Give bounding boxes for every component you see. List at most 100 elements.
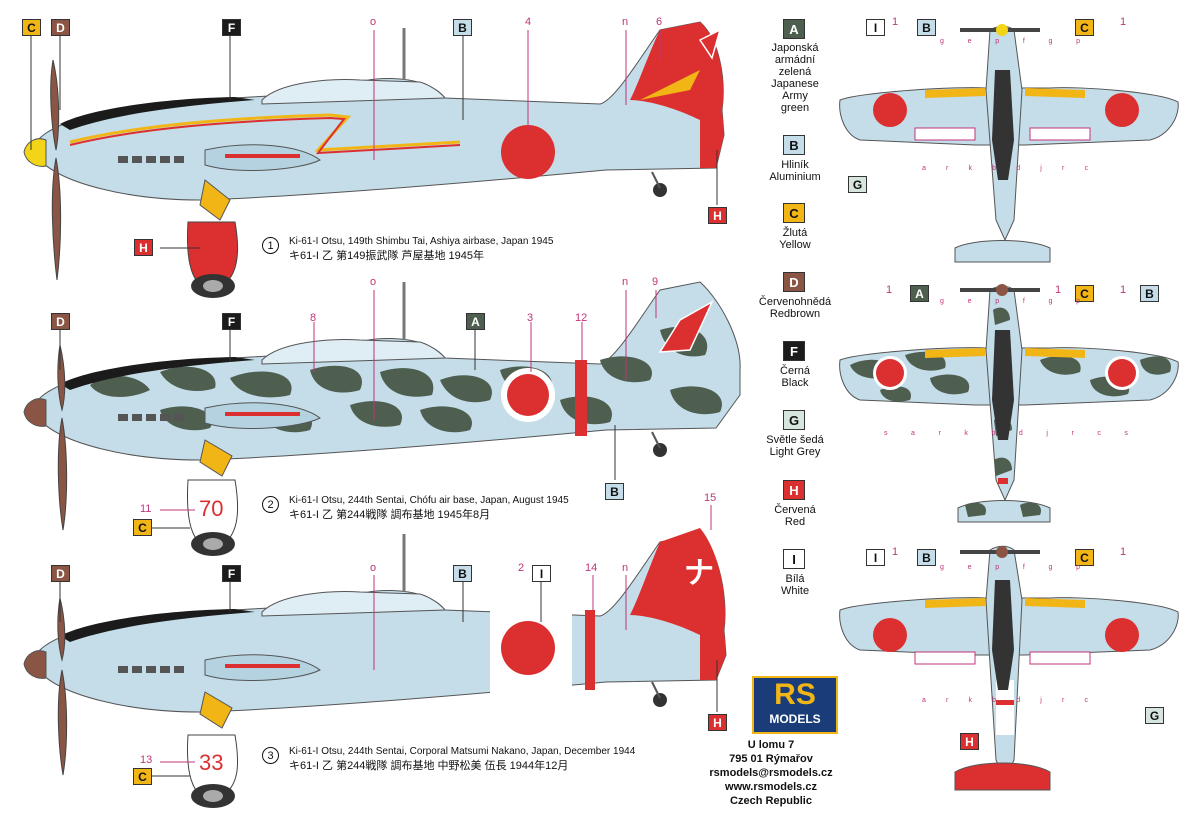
callout-p2-o: o <box>370 276 377 288</box>
callout-p2-c: C <box>133 519 152 536</box>
callout-p1-6: 6 <box>656 16 663 28</box>
legend-h-swatch: H <box>783 480 805 500</box>
address-street: U lomu 7 <box>747 739 795 751</box>
plan-bot-1b: 1 <box>1120 546 1127 558</box>
profile-3-caption-jp: キ61-I 乙 第244戦隊 調布基地 中野松美 伍長 1944年12月 <box>289 760 569 772</box>
profile-3-tail-kana: ナ <box>684 557 714 590</box>
callout-p2-3: 3 <box>527 312 534 324</box>
plan-top-g: G <box>848 176 867 193</box>
callout-p3-2: 2 <box>518 562 525 574</box>
callout-p2-d: D <box>51 313 70 330</box>
profile-3 <box>23 528 727 808</box>
callout-p3-f: F <box>222 565 241 582</box>
planform-top <box>839 24 1179 263</box>
address-email[interactable]: rsmodels@rsmodels.cz <box>709 767 833 779</box>
profile-2 <box>23 281 741 556</box>
callout-p1-d: D <box>51 19 70 36</box>
rs-models-logo: RS MODELS <box>752 676 838 734</box>
plan-mid-a: A <box>910 285 929 302</box>
callout-p3-15: 15 <box>704 492 717 504</box>
callout-p2-b: B <box>605 483 624 500</box>
plan-mid-b: B <box>1140 285 1159 302</box>
plan-bot-b: B <box>917 549 936 566</box>
callout-p1-f: F <box>222 19 241 36</box>
callout-p3-i: I <box>532 565 551 582</box>
plan-top-1b: 1 <box>1120 16 1127 28</box>
profile-3-wheel-number: 33 <box>199 750 224 775</box>
plan-mid-1c: 1 <box>1120 284 1127 296</box>
company-address: U lomu 7 795 01 Rýmařov rsmodels@rsmodel… <box>706 738 836 808</box>
logo-models: MODELS <box>769 712 821 726</box>
plan-top-1a: 1 <box>892 16 899 28</box>
legend-c-swatch: C <box>783 203 805 223</box>
plan-bot-c: C <box>1075 549 1094 566</box>
callout-p1-c: C <box>22 19 41 36</box>
profile-2-caption-jp: キ61-I 乙 第244戦隊 調布基地 1945年8月 <box>289 509 491 521</box>
planform-mid <box>839 284 1179 523</box>
callout-p2-11: 11 <box>140 503 152 515</box>
logo-rs: RS <box>774 678 816 711</box>
address-country: Czech Republic <box>730 795 812 807</box>
callout-p1-4: 4 <box>525 16 532 28</box>
callout-p2-12: 12 <box>575 312 588 324</box>
profile-1-index: 1 <box>262 237 279 254</box>
plan-top-i: I <box>866 19 885 36</box>
callout-p3-h: H <box>708 714 727 731</box>
profile-2-caption-en: Ki-61-I Otsu, 244th Sentai, Chófu air ba… <box>289 495 569 506</box>
plan-bot-h: H <box>960 733 979 750</box>
callout-p3-b: B <box>453 565 472 582</box>
plan-mid-1b: 1 <box>1055 284 1062 296</box>
callout-p3-d: D <box>51 565 70 582</box>
profile-3-caption-en: Ki-61-I Otsu, 244th Sentai, Corporal Mat… <box>289 746 636 757</box>
callout-p2-9: 9 <box>652 276 659 288</box>
plan-bot-1a: 1 <box>892 546 899 558</box>
callout-p1-o: o <box>370 16 377 28</box>
callout-p1-n: n <box>622 16 629 28</box>
legend-d-swatch: D <box>783 272 805 292</box>
address-web[interactable]: www.rsmodels.cz <box>725 781 817 793</box>
plan-top-b: B <box>917 19 936 36</box>
callout-p2-a: A <box>466 313 485 330</box>
profile-2-index: 2 <box>262 496 279 513</box>
plan-bot-g: G <box>1145 707 1164 724</box>
planform-bot <box>839 545 1179 791</box>
profile-1-caption-jp: キ61-I 乙 第149振武隊 芦屋基地 1945年 <box>289 250 485 262</box>
callout-p1-b: B <box>453 19 472 36</box>
plan-bot-i: I <box>866 549 885 566</box>
callout-p2-n: n <box>622 276 629 288</box>
callout-p3-c: C <box>133 768 152 785</box>
profile-3-index: 3 <box>262 747 279 764</box>
callout-p3-14: 14 <box>585 562 598 574</box>
plan-top-c: C <box>1075 19 1094 36</box>
callout-p3-o: o <box>370 562 377 574</box>
plan-mid-1a: 1 <box>886 284 893 296</box>
callout-p2-f: F <box>222 313 241 330</box>
profile-1-caption-en: Ki-61-I Otsu, 149th Shimbu Tai, Ashiya a… <box>289 236 554 247</box>
callout-p3-n: n <box>622 562 629 574</box>
address-city: 795 01 Rýmařov <box>729 753 813 765</box>
legend-a-swatch: A <box>783 19 805 39</box>
profile-1 <box>23 21 725 298</box>
callout-p1-h-tail: H <box>708 207 727 224</box>
callout-p1-h-wheel: H <box>134 239 153 256</box>
callout-p3-13: 13 <box>140 754 153 766</box>
legend-b-swatch: B <box>783 135 805 155</box>
legend-i-swatch: I <box>783 549 805 569</box>
callout-p2-8: 8 <box>310 312 317 324</box>
legend-f-swatch: F <box>783 341 805 361</box>
plan-mid-c: C <box>1075 285 1094 302</box>
